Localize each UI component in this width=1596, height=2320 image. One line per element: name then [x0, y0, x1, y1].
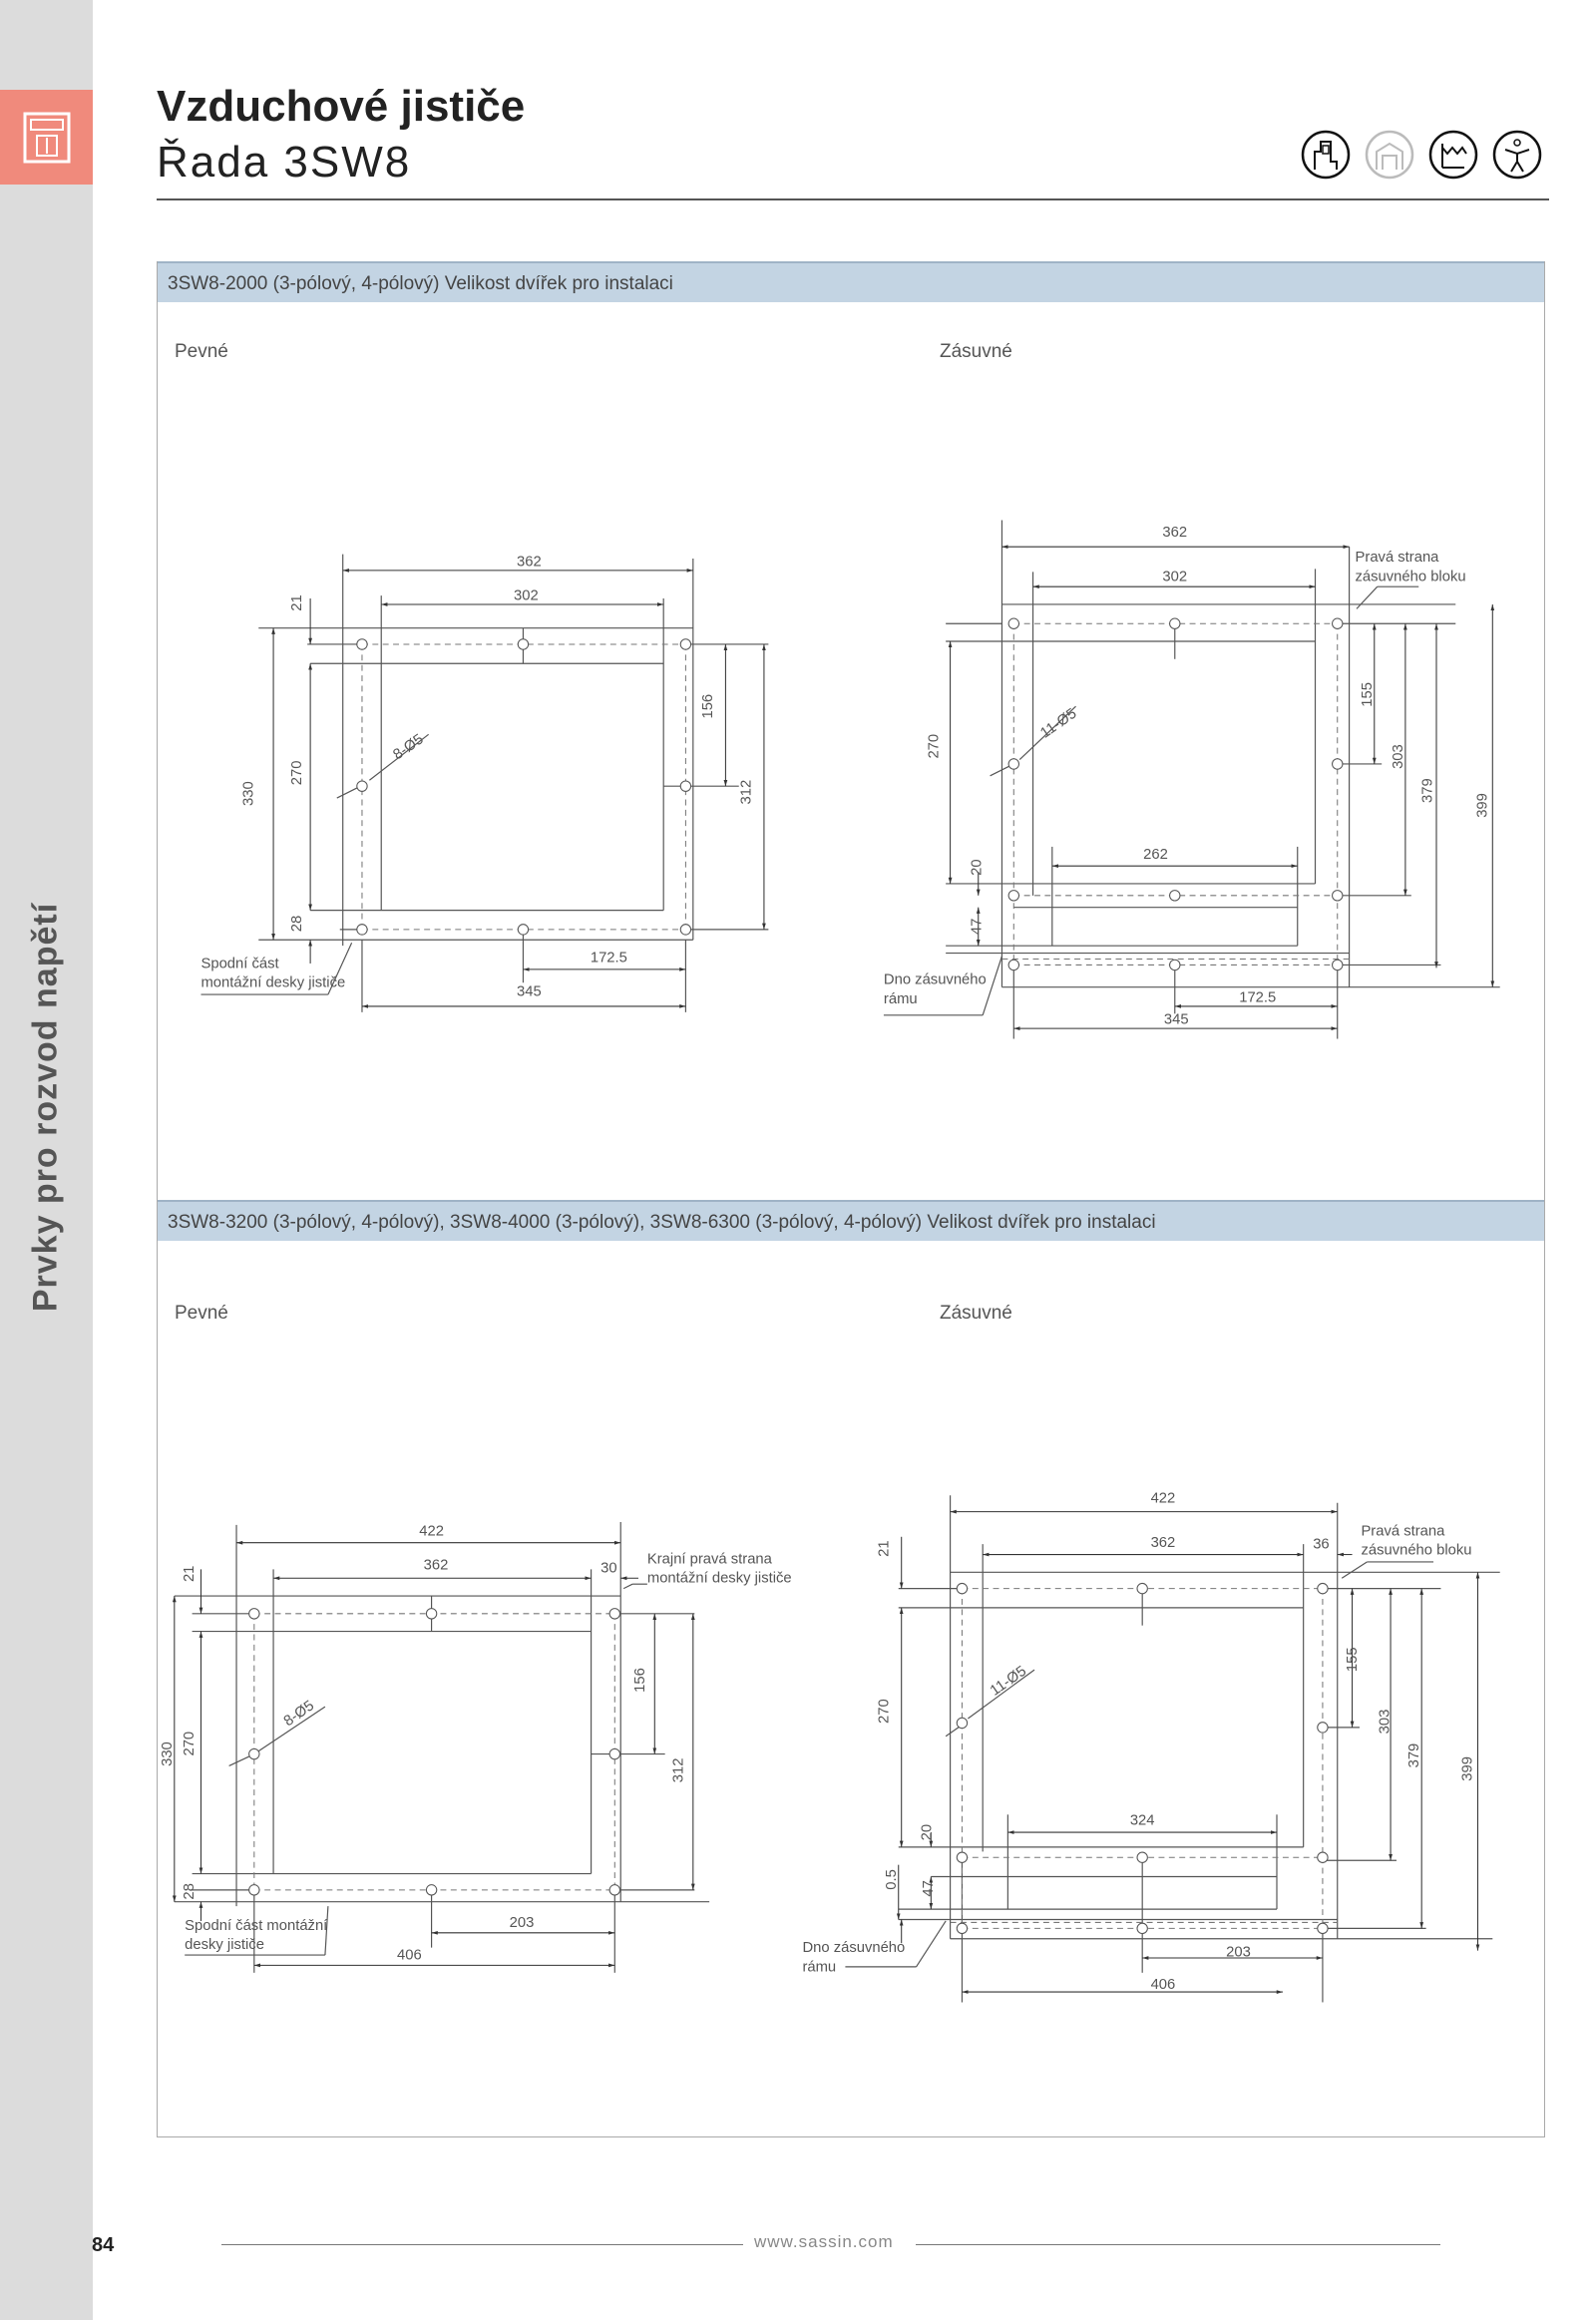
section-header: 3SW8-3200 (3-pólový, 4-pólový), 3SW8-400…	[158, 1200, 1544, 1241]
view-label-drawout: Zásuvné	[940, 1303, 1012, 1324]
page-title: Vzduchové jističe	[157, 82, 526, 131]
category-label: Prvky pro rozvod napětí	[26, 902, 65, 1313]
page-subtitle: Řada 3SW8	[157, 138, 412, 187]
title-divider	[157, 198, 1549, 200]
footer-url[interactable]: www.sassin.com	[754, 2232, 894, 2251]
footer-line	[916, 2244, 1440, 2245]
section-3sw8-3200-6300: 3SW8-3200 (3-pólový, 4-pólový), 3SW8-400…	[157, 1200, 1545, 2137]
section-header: 3SW8-2000 (3-pólový, 4-pólový) Velikost …	[158, 261, 1544, 302]
building-gray-icon	[1365, 130, 1414, 180]
page-number: 84	[92, 2234, 115, 2256]
person-icon	[1492, 130, 1542, 180]
footer-line	[221, 2244, 743, 2245]
sidebar: Prvky pro rozvod napětí	[0, 0, 93, 2320]
building-icon	[1301, 130, 1351, 180]
factory-icon	[1428, 130, 1478, 180]
circuit-breaker-icon	[23, 112, 70, 163]
view-label-fixed: Pevné	[175, 1303, 228, 1324]
view-label-drawout: Zásuvné	[940, 341, 1012, 362]
section-3sw8-2000: 3SW8-2000 (3-pólový, 4-pólový) Velikost …	[157, 261, 1545, 1201]
application-icons	[1301, 130, 1542, 180]
view-label-fixed: Pevné	[175, 341, 228, 362]
category-tab[interactable]	[0, 90, 93, 185]
